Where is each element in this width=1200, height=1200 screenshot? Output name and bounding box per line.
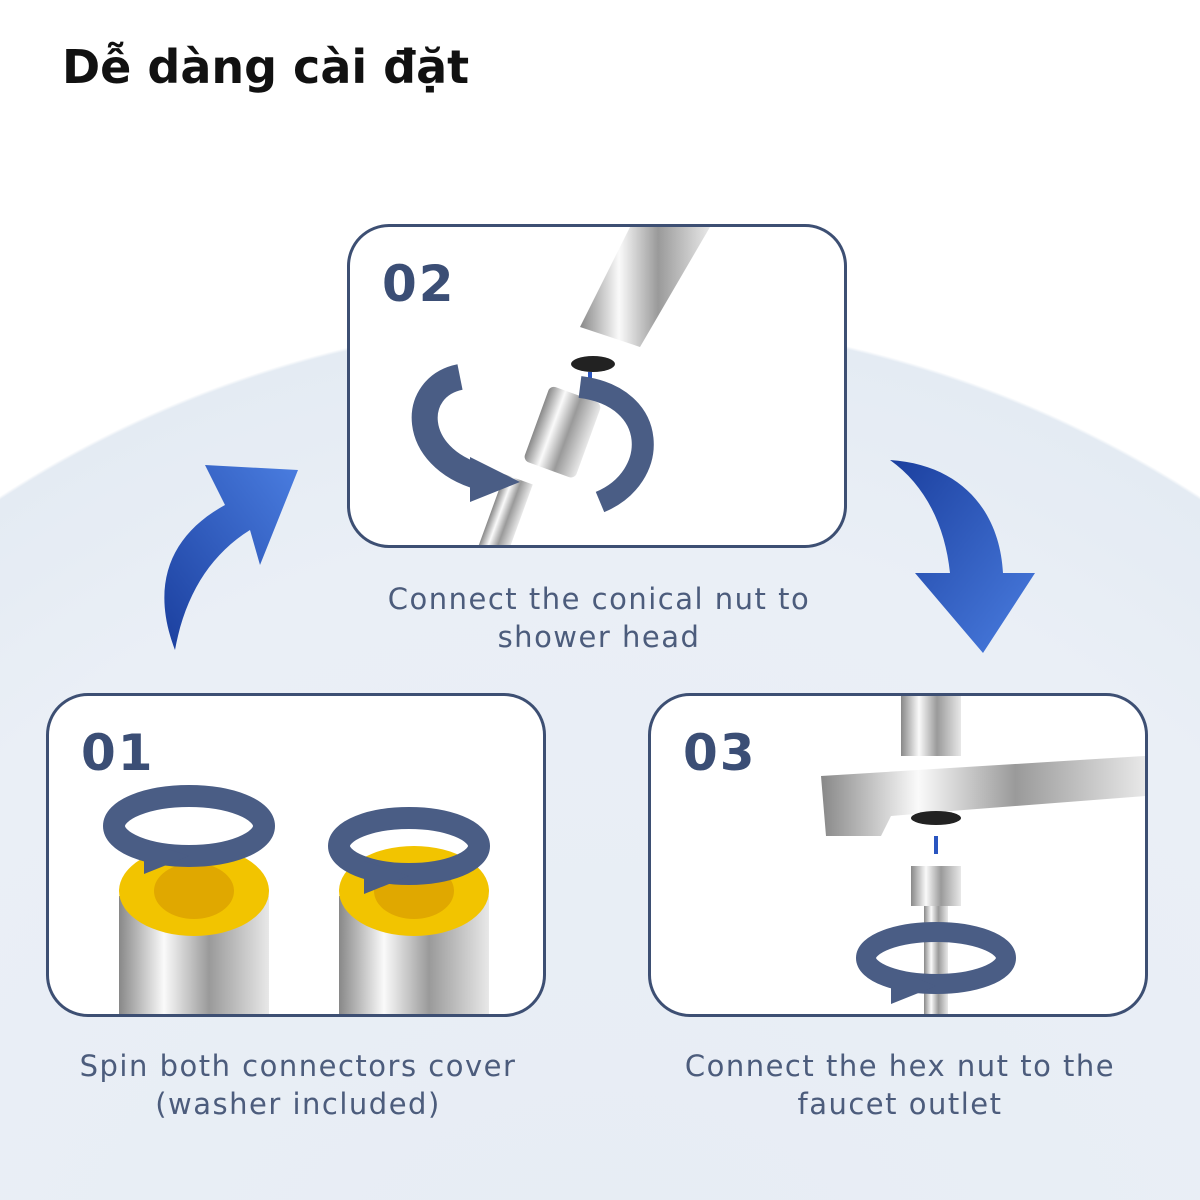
caption-line: Spin both connectors cover	[79, 1049, 517, 1083]
step-02-caption: Connect the conical nut to shower head	[347, 580, 851, 656]
caption-line: Connect the hex nut to the	[684, 1049, 1116, 1083]
page-title: Dễ dàng cài đặt	[62, 40, 470, 94]
step-02-card: 02	[347, 224, 847, 548]
caption-line: faucet outlet	[797, 1087, 1003, 1121]
step-03-caption: Connect the hex nut to the faucet outlet	[648, 1047, 1152, 1123]
arrow-down-right-icon	[890, 460, 1035, 653]
step-03-card: 03	[648, 693, 1148, 1017]
step-01-caption: Spin both connectors cover (washer inclu…	[46, 1047, 550, 1123]
faucet-connection-illustration	[821, 696, 1145, 1014]
step-number: 02	[382, 255, 456, 313]
shower-head-connection-illustration	[411, 227, 710, 545]
caption-line: (washer included)	[155, 1087, 441, 1121]
step-number: 03	[683, 724, 757, 782]
arrow-up-right-icon	[164, 465, 298, 650]
step-number: 01	[81, 724, 155, 782]
caption-line: Connect the conical nut to	[387, 582, 811, 616]
caption-line: shower head	[497, 620, 701, 654]
connector-cover-illustration	[103, 785, 490, 1014]
step-01-card: 01	[46, 693, 546, 1017]
